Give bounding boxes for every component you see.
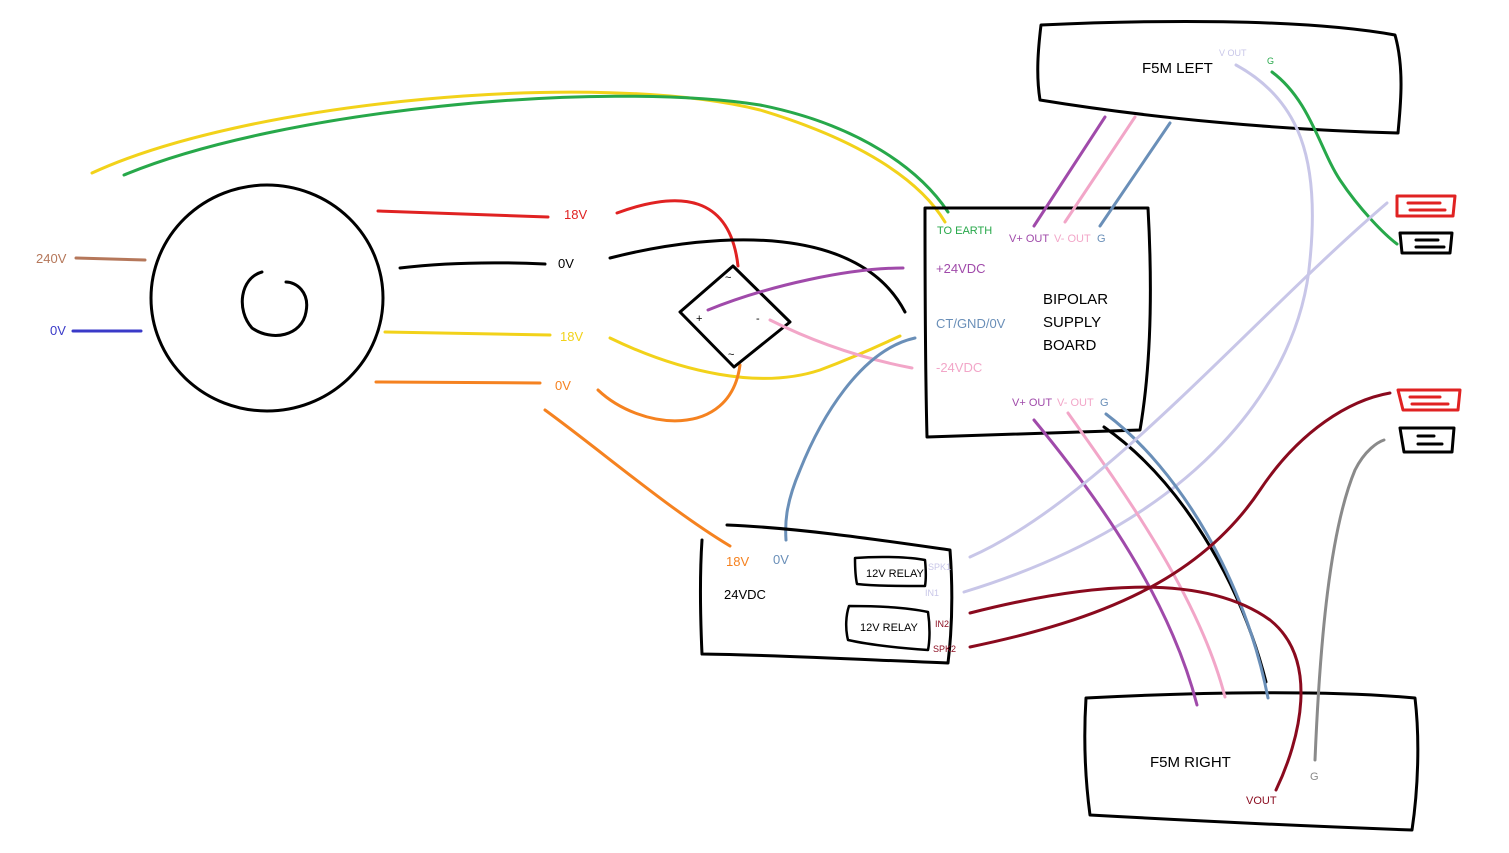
left-g-wire	[1098, 121, 1172, 228]
spk2-out-wire	[968, 391, 1392, 649]
board-pos-rail: +24VDC	[936, 261, 986, 276]
left-speaker-terminal-black	[1398, 231, 1454, 255]
rectifier-ac2: ~	[728, 349, 734, 361]
board-top-vplus: V+ OUT	[1009, 233, 1049, 245]
rectifier-ac1: ~	[725, 272, 731, 284]
right-speaker-terminal-black	[1398, 426, 1456, 454]
board-top-g: G	[1097, 233, 1106, 245]
mains-live-wire	[74, 256, 147, 262]
rectifier-minus: -	[756, 313, 760, 325]
spk1-out-wire	[968, 201, 1389, 559]
relay-18v-label: 18V	[726, 554, 749, 569]
left-g-out-wire	[1270, 70, 1399, 246]
relay-0v-label: 0V	[773, 552, 789, 567]
right-speaker-terminal-red	[1396, 388, 1462, 412]
board-bot-g: G	[1100, 397, 1109, 409]
relay-2-label: 12V RELAY	[860, 622, 919, 634]
tap-0v-black-wire	[398, 261, 547, 270]
board-neg-rail: -24VDC	[936, 360, 982, 375]
left-vplus-wire	[1032, 115, 1107, 228]
right-vout-wire	[968, 585, 1303, 792]
relay-board-name: 24VDC	[724, 587, 766, 602]
left-vout-wire	[962, 63, 1314, 594]
amp-right-g-label: G	[1310, 771, 1319, 783]
tap-18v-red-label: 18V	[564, 207, 587, 222]
rectifier-minus-wire	[768, 318, 914, 370]
left-speaker-terminal-red	[1395, 194, 1457, 218]
rectifier-plus: +	[696, 313, 702, 325]
right-g-out-wire	[1313, 438, 1386, 762]
tap-18v-yellow-wire	[383, 330, 552, 337]
tap-18v-red-wire	[376, 209, 550, 219]
amp-right-vout-label: VOUT	[1246, 795, 1277, 807]
rectifier-plus-wire	[706, 266, 905, 312]
black-0v-to-board	[608, 238, 907, 314]
relay-1-label: 12V RELAY	[866, 568, 925, 580]
relay-1: 12V RELAY	[853, 555, 927, 588]
tap-18v-yellow-label: 18V	[560, 329, 583, 344]
amp-left-g-label: G	[1267, 56, 1274, 66]
tap-0v-orange-wire	[374, 380, 542, 385]
board-to-earth: TO EARTH	[937, 225, 992, 237]
relay-in2-label: IN2	[935, 619, 949, 629]
earth-wire-yellow	[90, 90, 947, 224]
amp-left-box: F5M LEFT V OUT G	[1036, 19, 1403, 135]
board-ct: CT/GND/0V	[936, 316, 1006, 331]
right-vplus-wire	[1032, 418, 1199, 707]
tap-0v-orange-label: 0V	[555, 378, 571, 393]
left-vminus-wire	[1063, 115, 1137, 224]
orange-to-rectifier	[596, 363, 742, 423]
amp-left-vout-label: V OUT	[1219, 48, 1247, 58]
board-title-line1: BIPOLAR	[1043, 291, 1108, 308]
tap-0v-black-label: 0V	[558, 256, 574, 271]
amp-right-name: F5M RIGHT	[1150, 754, 1231, 771]
board-top-vminus: V- OUT	[1054, 233, 1091, 245]
relay-spk1-label: SPK1	[928, 562, 951, 572]
bridge-rectifier: ~ ~ + -	[678, 264, 792, 369]
amp-left-name: F5M LEFT	[1142, 60, 1213, 77]
bipolar-supply-board: BIPOLAR SUPPLY BOARD TO EARTH +24VDC CT/…	[923, 206, 1152, 439]
mains-live-label: 240V	[36, 251, 67, 266]
relay-board: 18V 0V 24VDC 12V RELAY 12V RELAY SPK1 IN…	[699, 523, 956, 665]
board-bot-vplus: V+ OUT	[1012, 397, 1052, 409]
red-to-rectifier	[615, 199, 740, 268]
amp-right-box: F5M RIGHT VOUT G	[1083, 691, 1420, 832]
relay-2: 12V RELAY	[844, 604, 931, 652]
right-vminus-wire	[1066, 411, 1227, 699]
toroidal-transformer	[149, 183, 385, 413]
orange-to-relay-18v	[543, 408, 732, 548]
earth-wire-green	[122, 94, 950, 214]
board-bot-vminus: V- OUT	[1057, 397, 1094, 409]
relay-in1-label: IN1	[925, 588, 939, 598]
yellow-to-board	[608, 334, 902, 380]
right-g-wire-black	[1102, 425, 1268, 684]
mains-neutral-label: 0V	[50, 323, 66, 338]
board-title-line3: BOARD	[1043, 337, 1097, 354]
ct-to-relay-wire	[784, 336, 917, 542]
relay-spk2-label: SPK2	[933, 644, 956, 654]
board-title-line2: SUPPLY	[1043, 314, 1101, 331]
